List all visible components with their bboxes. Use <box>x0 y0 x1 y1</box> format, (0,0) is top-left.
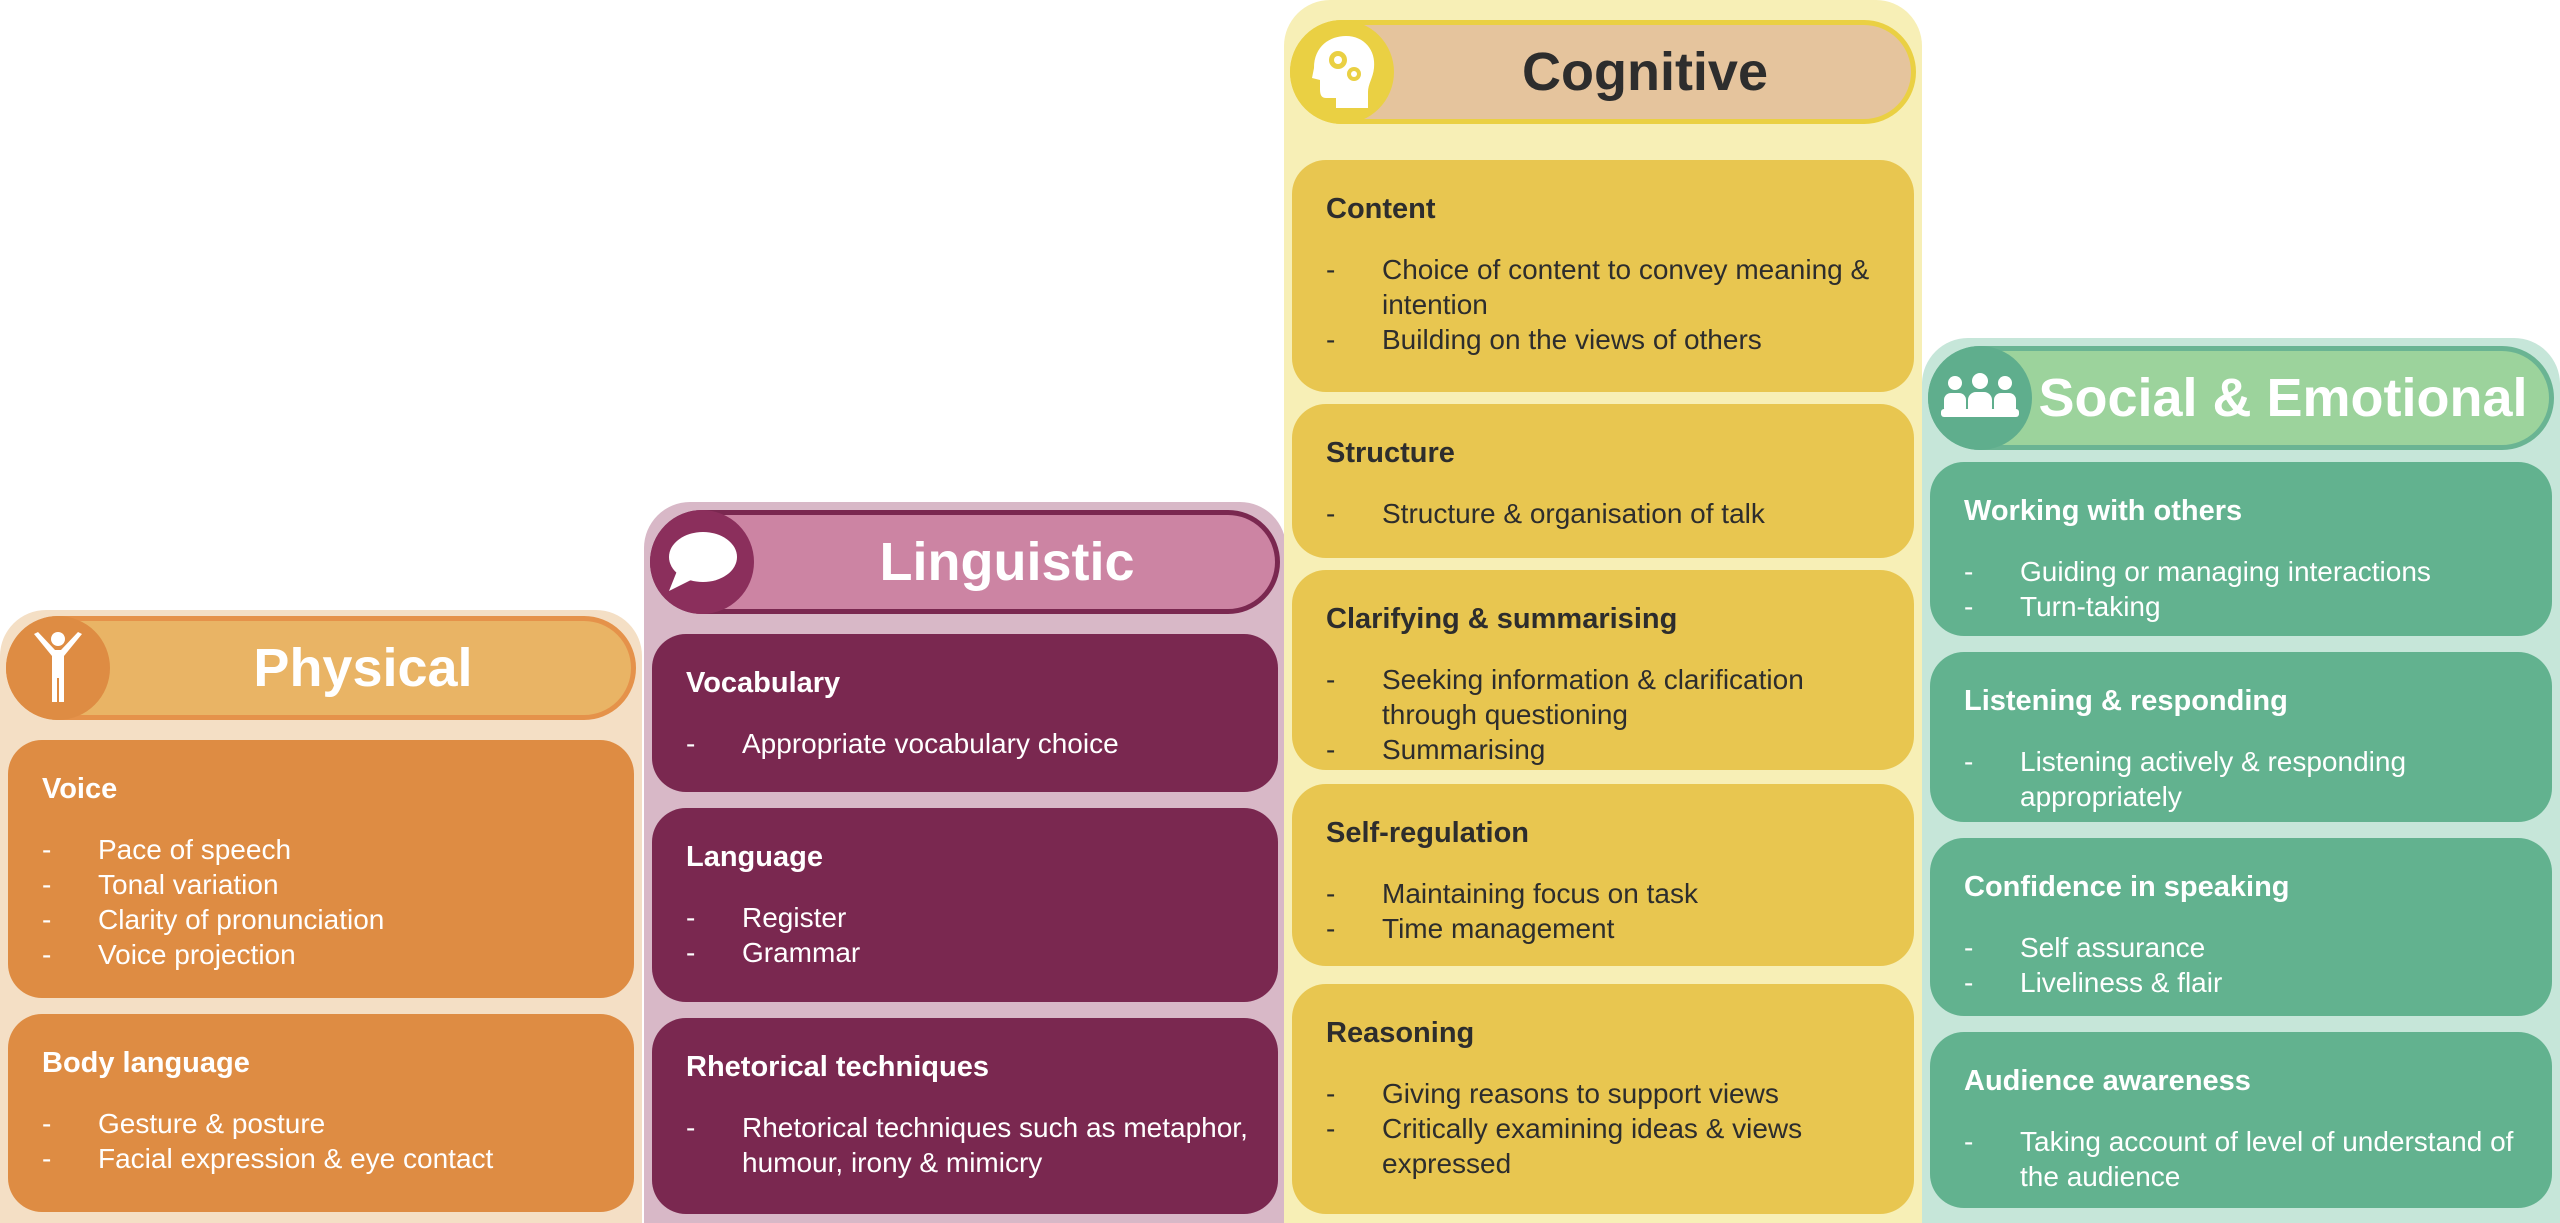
physical-header: Physical <box>6 616 636 720</box>
card-vocabulary: Vocabulary Appropriate vocabulary choice <box>652 634 1278 792</box>
card-clarifying-summarising: Clarifying & summarising Seeking informa… <box>1292 570 1914 770</box>
list-item: Self assurance <box>1964 930 2538 965</box>
list-item: Appropriate vocabulary choice <box>686 726 1264 761</box>
list-item: Tonal variation <box>42 867 620 902</box>
physical-title: Physical <box>253 638 473 698</box>
card-title: Body language <box>42 1047 250 1079</box>
card-content: Content Choice of content to convey mean… <box>1292 160 1914 392</box>
card-title: Listening & responding <box>1964 685 2288 717</box>
card-title: Reasoning <box>1326 1017 1475 1049</box>
card-title: Working with others <box>1964 495 2243 527</box>
person-arms-up-icon <box>6 616 110 720</box>
list-item: Clarity of pronunciation <box>42 902 620 937</box>
card-language: Language Register Grammar <box>652 808 1278 1002</box>
social-emotional-column: Social & Emotional Working with others G… <box>1922 338 2560 1223</box>
cognitive-header: Cognitive <box>1290 20 1916 124</box>
list-item: Voice projection <box>42 937 620 972</box>
list-item: Rhetorical techniques such as metaphor, … <box>686 1110 1264 1180</box>
card-title: Clarifying & summarising <box>1326 603 1678 635</box>
list-item: Facial expression & eye contact <box>42 1141 620 1176</box>
list-item: Register <box>686 900 1264 935</box>
card-self-regulation: Self-regulation Maintaining focus on tas… <box>1292 784 1914 966</box>
linguistic-column: Linguistic Vocabulary Appropriate vocabu… <box>644 502 1286 1223</box>
list-item: Choice of content to convey meaning & in… <box>1326 252 1900 322</box>
physical-column: Physical Voice Pace of speech Tonal vari… <box>0 610 642 1223</box>
list-item: Summarising <box>1326 732 1900 767</box>
card-title: Vocabulary <box>686 667 841 699</box>
card-structure: Structure Structure & organisation of ta… <box>1292 404 1914 558</box>
list-item: Time management <box>1326 911 1900 946</box>
cognitive-title: Cognitive <box>1521 42 1768 102</box>
list-item: Seeking information & clarification thro… <box>1326 662 1900 732</box>
cognitive-column: Cognitive Content Choice of content to c… <box>1284 0 1922 1223</box>
card-body-language: Body language Gesture & posture Facial e… <box>8 1014 634 1212</box>
card-title: Language <box>686 841 823 873</box>
list-item: Giving reasons to support views <box>1326 1076 1900 1111</box>
card-rhetorical-techniques: Rhetorical techniques Rhetorical techniq… <box>652 1018 1278 1214</box>
group-of-people-icon <box>1928 346 2032 450</box>
speech-bubble-icon <box>650 510 754 614</box>
card-title: Self-regulation <box>1326 817 1530 849</box>
list-item: Guiding or managing interactions <box>1964 554 2538 589</box>
linguistic-title: Linguistic <box>879 532 1135 592</box>
card-title: Content <box>1326 193 1436 225</box>
social-emotional-title: Social & Emotional <box>2038 368 2528 428</box>
list-item: Critically examining ideas & views expre… <box>1326 1111 1900 1181</box>
list-item: Maintaining focus on task <box>1326 876 1900 911</box>
card-title: Audience awareness <box>1964 1065 2251 1097</box>
list-item: Listening actively & responding appropri… <box>1964 744 2538 814</box>
list-item: Liveliness & flair <box>1964 965 2538 1000</box>
list-item: Gesture & posture <box>42 1106 620 1141</box>
list-item: Taking account of level of understand of… <box>1964 1124 2538 1194</box>
card-audience-awareness: Audience awareness Taking account of lev… <box>1930 1032 2552 1208</box>
card-working-with-others: Working with others Guiding or managing … <box>1930 462 2552 636</box>
list-item: Grammar <box>686 935 1264 970</box>
card-title: Rhetorical techniques <box>686 1051 989 1083</box>
card-title: Confidence in speaking <box>1964 871 2290 903</box>
social-emotional-header: Social & Emotional <box>1928 346 2554 450</box>
card-title: Structure <box>1326 437 1455 469</box>
card-voice: Voice Pace of speech Tonal variation Cla… <box>8 740 634 998</box>
linguistic-header: Linguistic <box>650 510 1280 614</box>
list-item: Building on the views of others <box>1326 322 1900 357</box>
list-item: Pace of speech <box>42 832 620 867</box>
head-gears-icon <box>1290 20 1394 124</box>
card-confidence-in-speaking: Confidence in speaking Self assurance Li… <box>1930 838 2552 1016</box>
list-item: Structure & organisation of talk <box>1326 496 1900 531</box>
card-title: Voice <box>42 773 118 805</box>
list-item: Turn-taking <box>1964 589 2538 624</box>
card-listening-responding: Listening & responding Listening activel… <box>1930 652 2552 822</box>
card-reasoning: Reasoning Giving reasons to support view… <box>1292 984 1914 1214</box>
